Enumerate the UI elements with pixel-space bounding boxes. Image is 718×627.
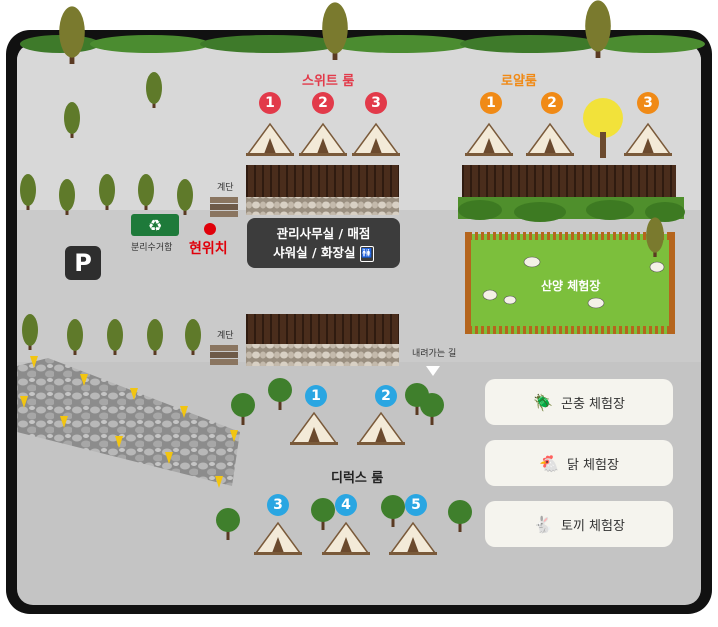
tree [67,319,83,355]
deluxe-room-2-badge[interactable]: 2 [375,385,397,407]
tree [177,179,193,215]
tree [585,0,611,58]
royal-room-title: 로얄룸 [501,74,537,89]
stairs-bottom-label: 계단 [217,331,234,341]
chicken-icon: 🐔 [539,453,559,473]
tree [231,393,255,425]
tree [646,217,664,257]
stairs-top-label: 계단 [217,183,234,193]
tree [268,378,292,410]
rabbit-icon: 🐇 [533,514,553,534]
rabbit-experience-label: 토끼 체험장 [560,518,625,534]
tree [146,72,162,108]
tent-icon [320,519,372,555]
suite-room-title: 스위트 룸 [302,74,355,89]
suite-room-3-badge[interactable]: 3 [365,92,387,114]
tent-icon [252,519,304,555]
goat-icons [482,256,665,309]
tent-icon [622,120,674,156]
stairs-bottom [210,345,238,365]
office-line-2-text: 샤워실 / 화장실 [273,245,356,260]
deluxe-room-5-badge[interactable]: 5 [405,494,427,516]
suite-room-1-badge[interactable]: 1 [259,92,281,114]
tree [311,498,335,530]
current-location-dot [204,223,216,235]
tree [216,508,240,540]
yellow-tree [583,98,623,158]
royal-room-2-badge[interactable]: 2 [541,92,563,114]
insect-experience-button[interactable]: 🪲 곤충 체험장 [485,379,673,425]
tree [381,495,405,527]
tent-icon [524,120,576,156]
tree [99,174,115,210]
royal-room-3-badge[interactable]: 3 [637,92,659,114]
parking-sign: P [65,246,101,280]
recycling-bin: ♻ [131,214,179,236]
tree [107,319,123,355]
stairs-top [210,197,238,217]
chicken-experience-label: 닭 체험장 [566,457,619,473]
tent-icon [463,120,515,156]
tree [420,393,444,425]
tent-icon [288,409,340,445]
tree [59,179,75,215]
current-location-label: 현위치 [189,241,228,257]
insect-experience-label: 곤충 체험장 [560,396,625,412]
tree [59,6,85,64]
tree [138,174,154,210]
goat-area-label: 산양 체험장 [541,279,601,293]
downhill-path-label: 내려가는 길 [412,349,457,359]
tree [22,314,38,350]
tree [448,500,472,532]
tree [64,102,80,138]
deluxe-room-1-badge[interactable]: 1 [305,385,327,407]
management-office[interactable]: 관리사무실 / 매점 샤워실 / 화장실 🚻 [247,218,400,268]
tent-icon [244,120,296,156]
restroom-icon: 🚻 [359,245,374,262]
beetle-icon: 🪲 [533,392,553,412]
tree [185,319,201,355]
tent-icon [387,519,439,555]
deluxe-room-3-badge[interactable]: 3 [267,494,289,516]
royal-room-1-badge[interactable]: 1 [480,92,502,114]
office-line-2: 샤워실 / 화장실 🚻 [273,243,374,262]
deluxe-room-title: 디럭스 룸 [331,471,384,486]
tree [147,319,163,355]
tree [322,2,348,60]
tent-icon [350,120,402,156]
tent-icon [355,409,407,445]
recycle-icon: ♻ [147,215,163,235]
chicken-experience-button[interactable]: 🐔 닭 체험장 [485,440,673,486]
deluxe-room-4-badge[interactable]: 4 [335,494,357,516]
suite-room-2-badge[interactable]: 2 [312,92,334,114]
office-line-1: 관리사무실 / 매점 [276,226,371,241]
rabbit-experience-button[interactable]: 🐇 토끼 체험장 [485,501,673,547]
tree [20,174,36,210]
recycling-label: 분리수거함 [131,243,173,253]
tent-icon [297,120,349,156]
